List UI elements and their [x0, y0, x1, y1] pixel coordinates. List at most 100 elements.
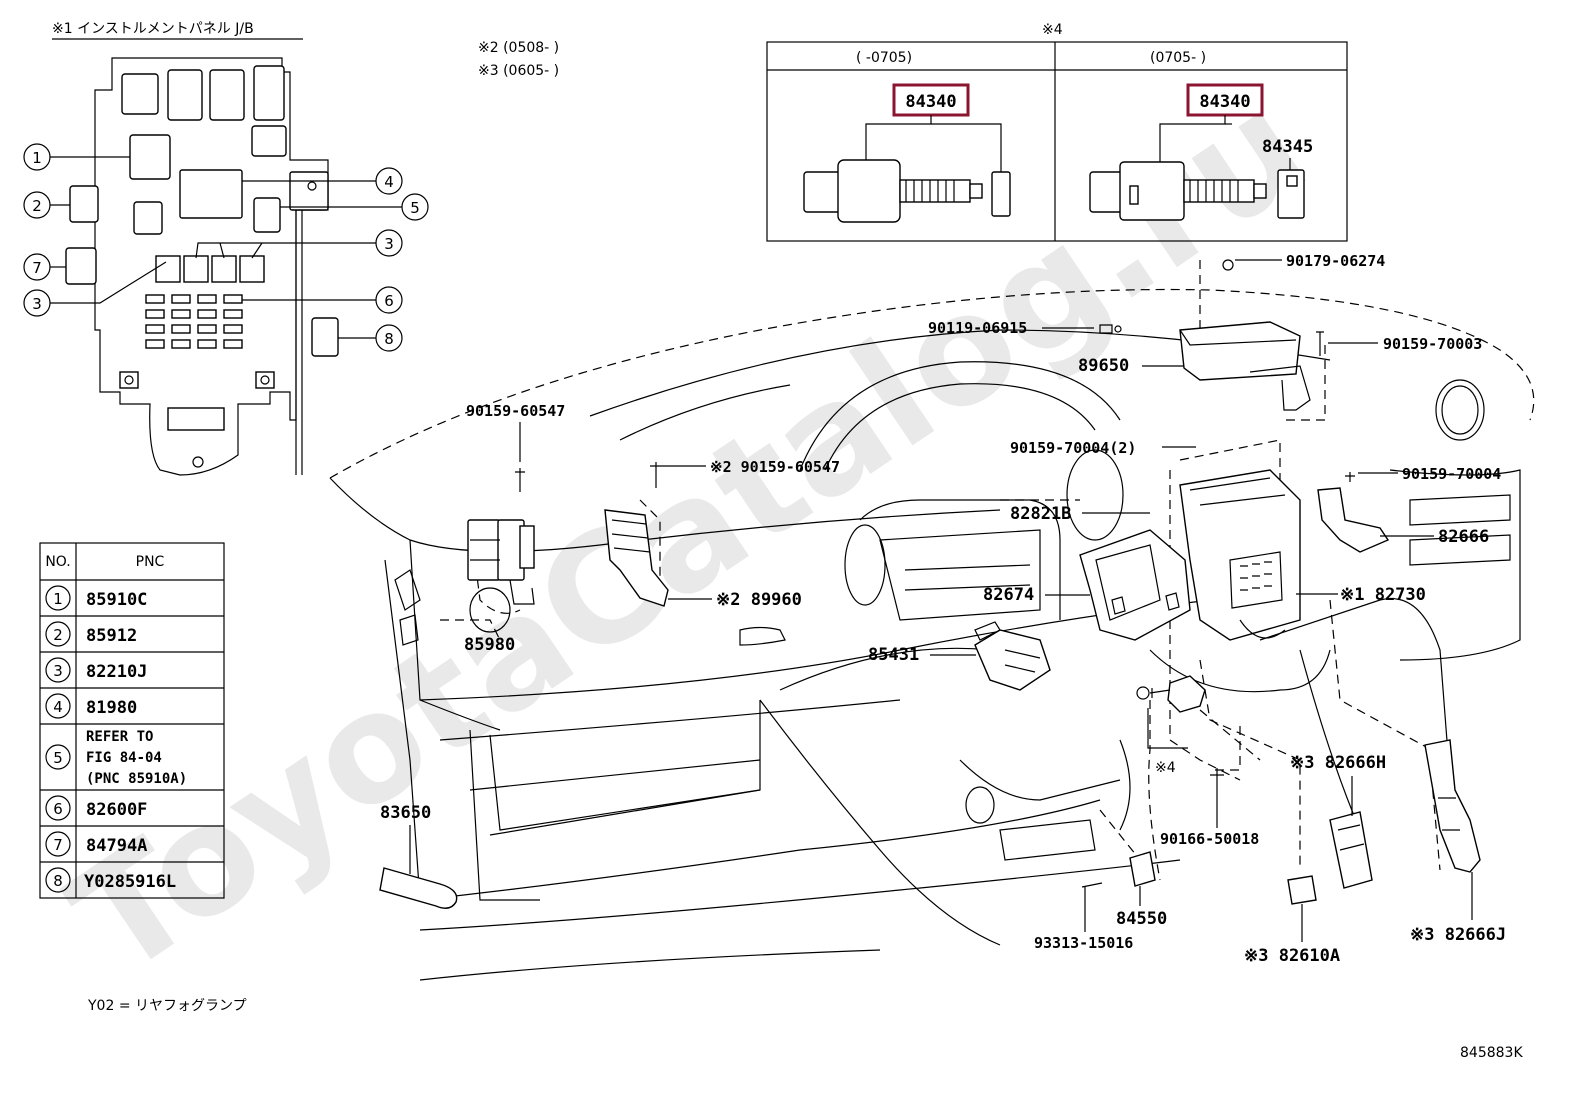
- label-84550: 84550: [1116, 909, 1167, 929]
- svg-text:REFER TO: REFER TO: [86, 729, 153, 745]
- svg-text:85910C: 85910C: [86, 590, 147, 610]
- part-82666-bracket: [1317, 472, 1390, 553]
- svg-text:3: 3: [32, 295, 42, 313]
- svg-text:1: 1: [53, 590, 63, 608]
- svg-text:5: 5: [53, 749, 63, 767]
- label-93313-15016: 93313-15016: [1034, 934, 1133, 952]
- svg-text:5: 5: [410, 199, 420, 217]
- svg-text:7: 7: [53, 836, 63, 854]
- svg-text:82210J: 82210J: [86, 662, 147, 682]
- label-90119-06915: 90119-06915: [928, 319, 1027, 337]
- svg-text:FIG 84-04: FIG 84-04: [86, 750, 162, 766]
- table-row: 6 82600F: [45, 795, 147, 821]
- label-90159-70004: 90159-70004: [1402, 465, 1501, 483]
- callout-2: 2: [23, 191, 70, 219]
- callout-4: 4: [242, 167, 403, 195]
- svg-text:4: 4: [53, 698, 63, 716]
- table-row: 3 82210J: [45, 657, 147, 683]
- table-row: 2 85912: [45, 621, 137, 647]
- svg-text:4: 4: [384, 173, 394, 191]
- part-82730-junction-block: [1179, 469, 1301, 641]
- svg-text:7: 7: [32, 259, 42, 277]
- callout-6: 6: [242, 286, 403, 314]
- label-82666H: ※3 82666H: [1290, 753, 1386, 773]
- part-85431-switch: [974, 621, 1051, 691]
- table-row: 5 REFER TO FIG 84-04 (PNC 85910A): [45, 729, 187, 787]
- part-90166-50018-bolt: [1210, 768, 1224, 782]
- label-90159-70003: 90159-70003: [1383, 335, 1482, 353]
- variant-right-extra: 84345: [1262, 137, 1313, 157]
- svg-text:84794A: 84794A: [86, 836, 147, 856]
- callout-3-left: 3: [23, 261, 167, 317]
- svg-text:3: 3: [384, 235, 394, 253]
- part-82610A-clip: [1287, 875, 1317, 905]
- label-82666J: ※3 82666J: [1410, 925, 1506, 945]
- table-row: 1 85910C: [45, 585, 147, 611]
- pnc-table: NO. PNC 1 85910C 2 85912 3 82210J 4 8198…: [39, 542, 225, 899]
- label-90166-50018: 90166-50018: [1160, 830, 1259, 848]
- label-85431: 85431: [868, 645, 919, 665]
- footnote: Y02 = リヤフォグランプ: [87, 998, 247, 1014]
- label-82666: 82666: [1438, 527, 1489, 547]
- part-84550-sensor: [1081, 851, 1156, 888]
- variant-right-part: 84340: [1199, 92, 1250, 112]
- label-82674: 82674: [983, 585, 1034, 605]
- table-row: 8 Y0285916L: [45, 867, 176, 893]
- label-90159-60547-2: ※2 90159-60547: [710, 458, 840, 476]
- figure-id: 845883K: [1460, 1045, 1523, 1061]
- label-82730: ※1 82730: [1340, 585, 1426, 605]
- svg-text:2: 2: [53, 626, 63, 644]
- label-82610A: ※3 82610A: [1244, 946, 1340, 966]
- label-84340-note: ※4: [1155, 760, 1176, 776]
- table-row: 4 81980: [45, 693, 137, 719]
- callout-8: 8: [338, 324, 403, 352]
- pnc-table-col-pnc: PNC: [136, 554, 165, 570]
- svg-text:8: 8: [384, 330, 394, 348]
- table-row: 7 84794A: [45, 831, 147, 857]
- svg-text:1: 1: [32, 149, 42, 167]
- label-90159-70004-2: 90159-70004(2): [1010, 439, 1136, 457]
- jb-title: ※1 インストルメントパネル J/B: [52, 21, 254, 37]
- variant-left-part: 84340: [905, 92, 956, 112]
- part-85980-bracket: [467, 468, 535, 633]
- variant-box: ※4 ( -0705) (0705- ) 84340 84340 84345: [766, 22, 1348, 242]
- part-82674-bracket: [1079, 529, 1191, 641]
- label-82821B: 82821B: [1010, 504, 1071, 524]
- part-82666H-bracket: [1329, 811, 1373, 889]
- label-85980: 85980: [464, 635, 515, 655]
- note-2: ※2 (0508- ): [478, 40, 559, 56]
- label-83650: 83650: [380, 803, 431, 823]
- junction-block-drawing: [65, 57, 339, 476]
- svg-text:8: 8: [53, 872, 63, 890]
- callout-1: 1: [23, 143, 130, 171]
- label-89960: ※2 89960: [716, 590, 802, 610]
- part-labels: 90179-06274 90119-06915 90159-70003 8965…: [380, 252, 1506, 966]
- svg-text:3: 3: [53, 662, 63, 680]
- svg-text:81980: 81980: [86, 698, 137, 718]
- svg-text:2: 2: [32, 197, 42, 215]
- callout-7: 7: [23, 253, 66, 281]
- part-89960-bracket: [604, 462, 669, 607]
- part-89650-module: [1099, 259, 1324, 411]
- pnc-table-col-no: NO.: [45, 554, 70, 570]
- variant-box-marker: ※4: [1042, 22, 1063, 38]
- part-83650-bulb: [379, 825, 458, 909]
- callout-3-right: 3: [195, 229, 403, 259]
- part-84340-stop-lamp-switch: [1136, 675, 1206, 749]
- label-90179-06274: 90179-06274: [1286, 252, 1385, 270]
- svg-text:6: 6: [384, 292, 394, 310]
- callout-5: 5: [280, 193, 429, 221]
- svg-text:Y0285916L: Y0285916L: [84, 872, 176, 892]
- svg-text:85912: 85912: [86, 626, 137, 646]
- variant-right-header: (0705- ): [1150, 50, 1206, 66]
- label-90159-60547: 90159-60547: [466, 402, 565, 420]
- svg-text:82600F: 82600F: [86, 800, 147, 820]
- note-3: ※3 (0605- ): [478, 63, 559, 79]
- svg-text:(PNC 85910A): (PNC 85910A): [86, 771, 187, 787]
- part-82666J-bracket: [1424, 739, 1481, 873]
- svg-text:6: 6: [53, 800, 63, 818]
- label-89650: 89650: [1078, 356, 1129, 376]
- variant-left-header: ( -0705): [856, 50, 912, 66]
